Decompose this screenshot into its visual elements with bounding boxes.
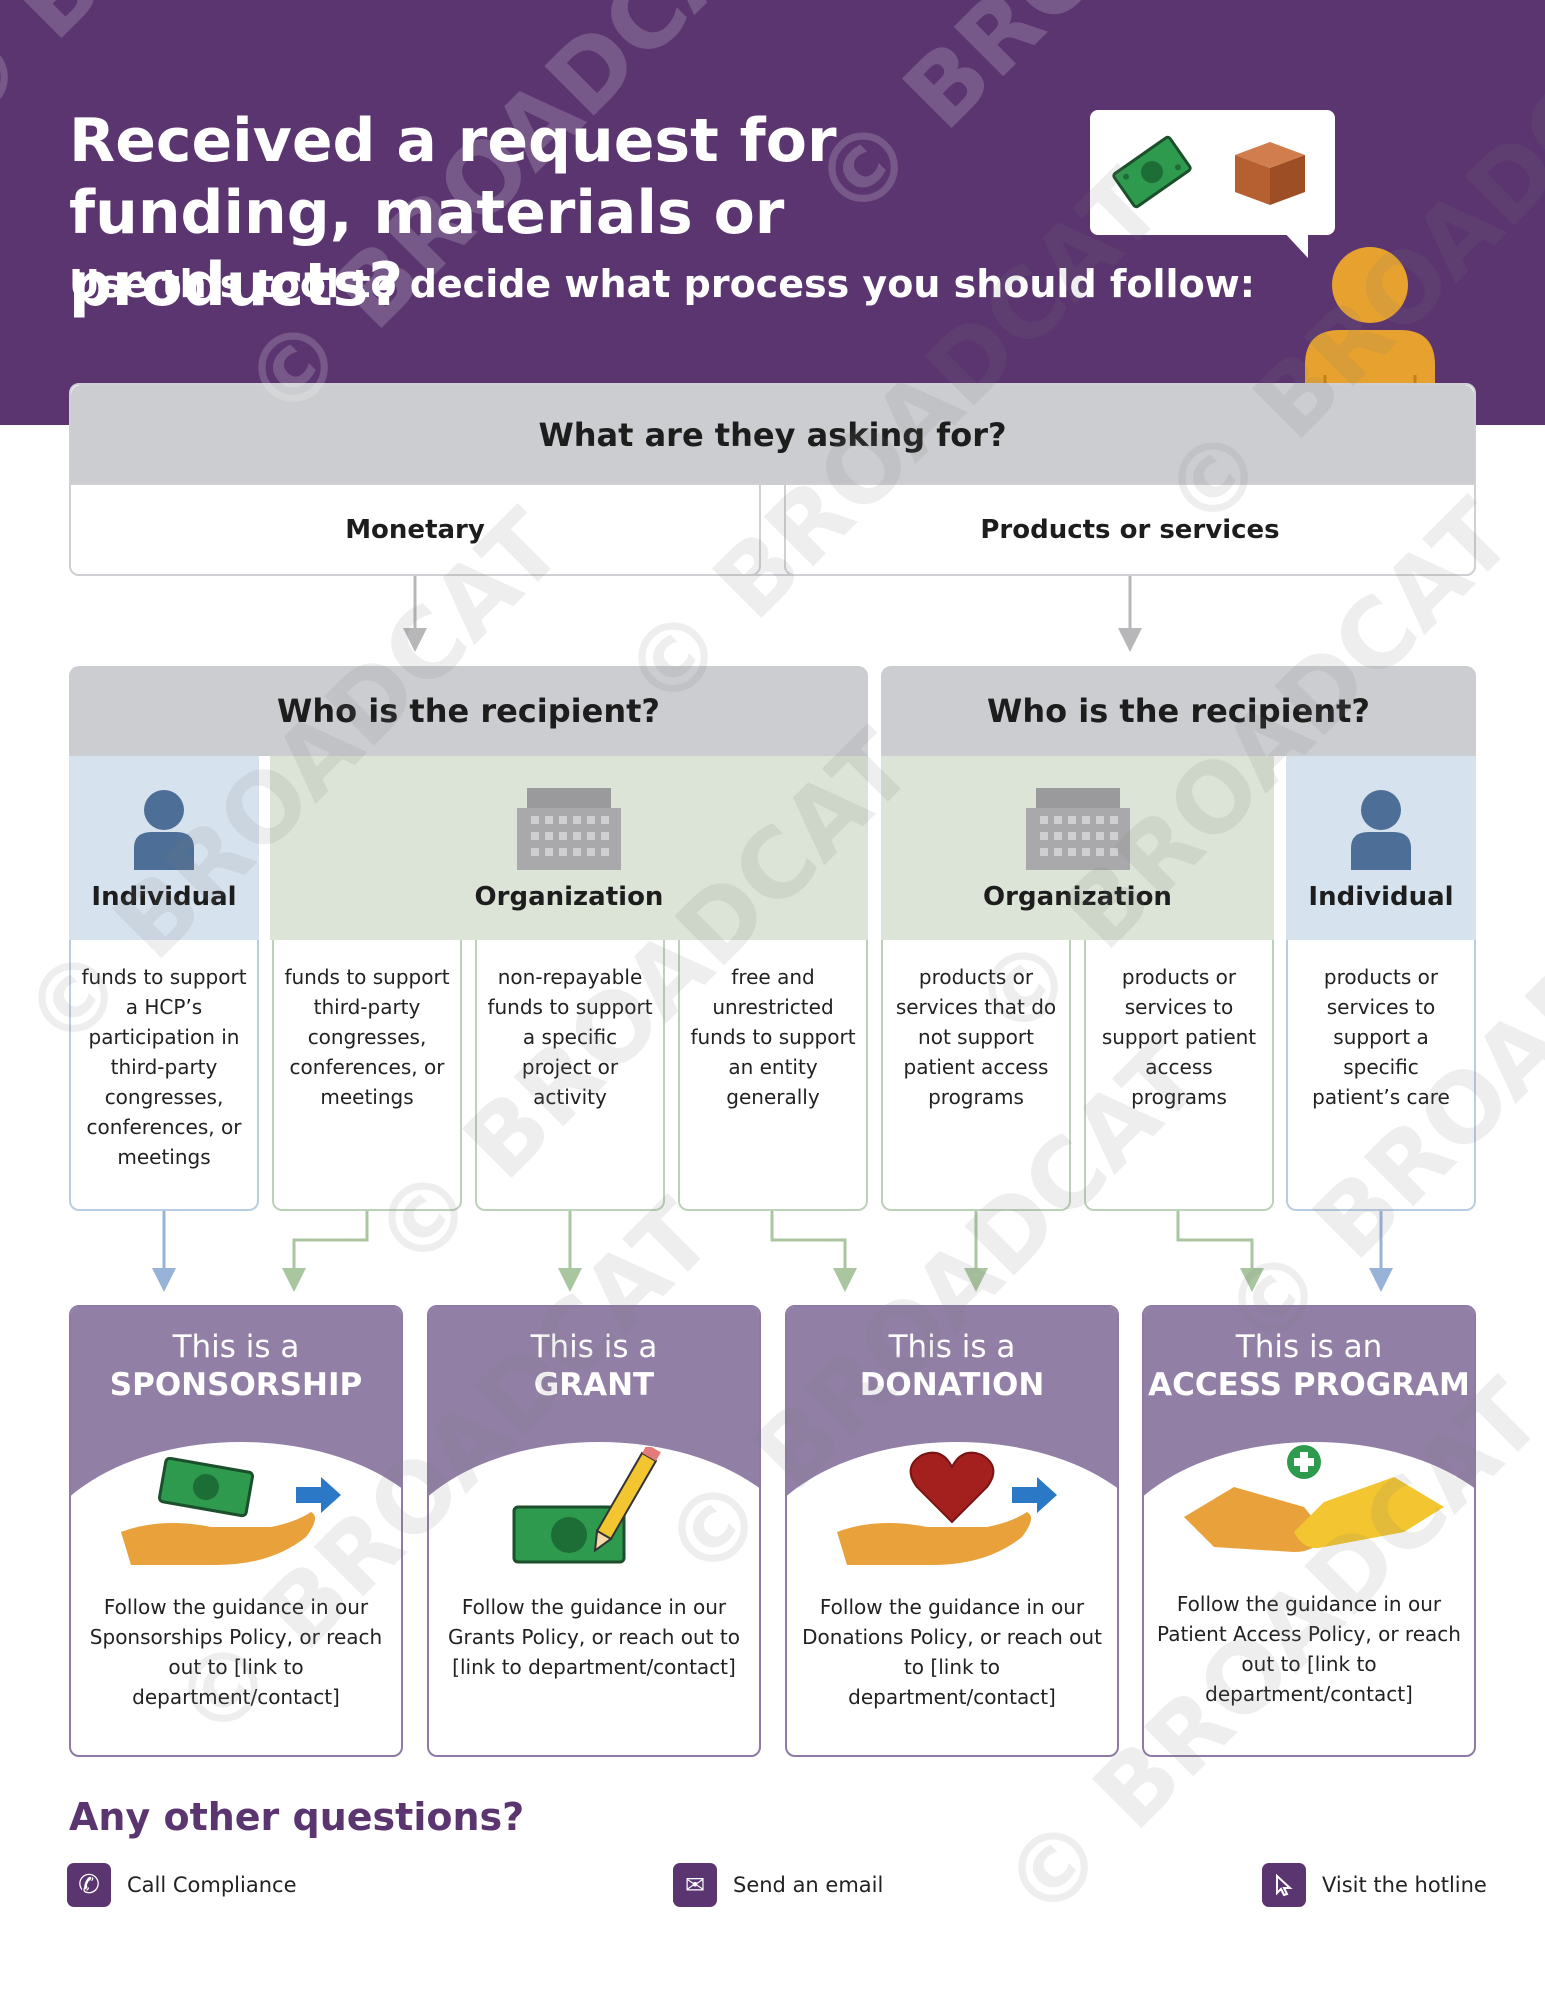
arrow-unrestricted-to-donation: [770, 1211, 857, 1292]
call-compliance-label: Call Compliance: [127, 1873, 297, 1897]
phone-icon: ✆: [67, 1863, 111, 1907]
individual-icon: [134, 790, 194, 870]
result-type: SPONSORSHIP: [109, 1367, 363, 1403]
hand-money-icon: [121, 1457, 341, 1565]
arrow-congress-to-sponsorship: [282, 1211, 369, 1292]
page-title: Received a request for funding, material…: [69, 105, 1089, 321]
handshake-icon: [1184, 1445, 1444, 1552]
recipient-right-individual: Individual: [1286, 756, 1476, 940]
call-compliance-link[interactable]: ✆ Call Compliance: [67, 1863, 297, 1907]
result-grant: This is a GRANT Follow the guidance in o…: [427, 1305, 761, 1757]
money-pencil-icon: [512, 1447, 661, 1564]
individual-icon: [1351, 790, 1411, 870]
result-guidance: Follow the guidance in our Sponsorships …: [89, 1595, 383, 1709]
recipient-left-individual: Individual: [69, 756, 259, 940]
speech-bubble: [1090, 110, 1335, 235]
recipient-right-organization: Organization: [881, 756, 1274, 940]
result-type: ACCESS PROGRAM: [1148, 1367, 1470, 1403]
result-intro: This is a: [530, 1329, 658, 1365]
title-line-1: Received a request for: [69, 106, 837, 176]
result-intro: This is an: [1235, 1329, 1383, 1365]
organization-label: Organization: [474, 882, 664, 912]
desc-no-access-programs: products or services that do not support…: [881, 940, 1071, 1211]
question-asking-for-title: What are they asking for?: [71, 385, 1474, 485]
hand-heart-icon: [837, 1451, 1057, 1565]
page-subtitle: Use this tool to decide what process you…: [69, 262, 1255, 306]
desc-unrestricted-funds: free and unrestricted funds to support a…: [678, 940, 868, 1211]
result-guidance: Follow the guidance in our Patient Acces…: [1157, 1592, 1461, 1706]
desc-access-programs: products or services to support patient …: [1084, 940, 1274, 1211]
recipient-left-title: Who is the recipient?: [69, 666, 868, 756]
questions-title: Any other questions?: [69, 1795, 525, 1839]
result-donation: This is a DONATION Follow the guidance i…: [785, 1305, 1119, 1757]
visit-hotline-link[interactable]: Visit the hotline: [1262, 1863, 1487, 1907]
building-icon: [1025, 788, 1130, 870]
option-products-services: Products or services: [784, 483, 1476, 576]
result-guidance: Follow the guidance in our Grants Policy…: [448, 1595, 740, 1679]
speech-bubble-tail: [1280, 228, 1308, 258]
individual-label: Individual: [91, 882, 237, 912]
option-monetary: Monetary: [69, 483, 761, 576]
desc-hcp-participation: funds to support a HCP’s participation i…: [69, 940, 259, 1211]
email-icon: ✉: [673, 1863, 717, 1907]
send-email-label: Send an email: [733, 1873, 884, 1897]
send-email-link[interactable]: ✉ Send an email: [673, 1863, 883, 1907]
organization-label: Organization: [983, 882, 1172, 912]
cursor-icon: [1262, 1863, 1306, 1907]
result-sponsorship: This is a SPONSORSHIP Follow the guidanc…: [69, 1305, 403, 1757]
result-access-program: This is an ACCESS PROGRAM Follow the gui…: [1142, 1305, 1476, 1757]
individual-label: Individual: [1308, 882, 1454, 912]
result-type: GRANT: [533, 1367, 655, 1403]
result-type: DONATION: [859, 1367, 1045, 1403]
money-and-box-icon: [1112, 135, 1305, 209]
result-intro: This is a: [172, 1329, 300, 1365]
desc-specific-project: non-repayable funds to support a specifi…: [475, 940, 665, 1211]
result-guidance: Follow the guidance in our Donations Pol…: [802, 1595, 1102, 1709]
building-icon: [517, 788, 621, 870]
desc-third-party-congresses: funds to support third-party congresses,…: [272, 940, 462, 1211]
result-intro: This is a: [888, 1329, 1016, 1365]
title-line-2: funding, materials or products?: [69, 178, 785, 320]
visit-hotline-label: Visit the hotline: [1322, 1873, 1487, 1897]
recipient-right-title: Who is the recipient?: [881, 666, 1476, 756]
recipient-left-organization: Organization: [270, 756, 868, 940]
desc-patient-care: products or services to support a specif…: [1286, 940, 1476, 1211]
